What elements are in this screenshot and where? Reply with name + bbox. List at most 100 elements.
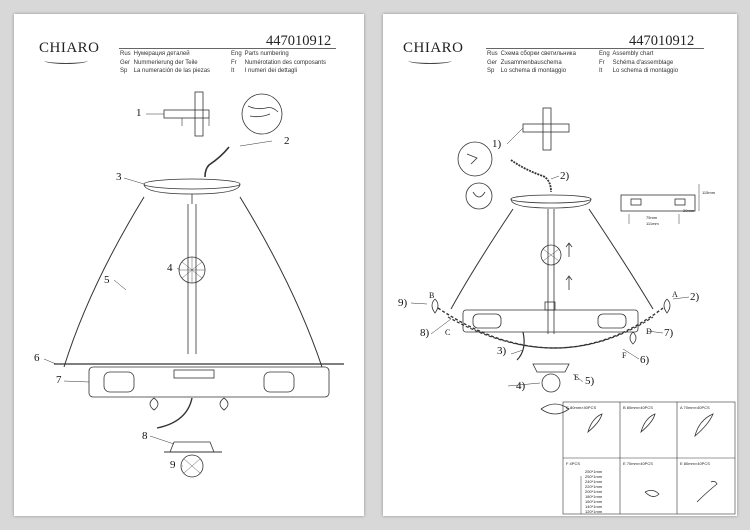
brand-ornament bbox=[408, 57, 452, 64]
canopy bbox=[510, 194, 592, 204]
chain-length: 200*1mm bbox=[585, 489, 603, 494]
header-row: Eng Parts numbering bbox=[231, 51, 289, 57]
suspension-chain bbox=[204, 146, 230, 178]
part-c-drop bbox=[587, 413, 603, 434]
callout-9: 9 bbox=[170, 459, 176, 471]
letter-c: C bbox=[445, 328, 451, 337]
crystal-garland bbox=[437, 307, 664, 349]
part-label: E 80mm×40PCS bbox=[680, 461, 710, 466]
pendant-drop-left bbox=[431, 298, 439, 314]
parts-numbering-sheet: CHIARO 447010912 Rus Нумерация деталей G… bbox=[14, 14, 364, 516]
part-label: C 80mm×40PCS bbox=[566, 405, 597, 410]
header-row: Ger Zusammenbauschema bbox=[487, 59, 562, 66]
chain-length: 180*1mm bbox=[585, 494, 603, 499]
header-row: It Lo schema di montaggio bbox=[599, 68, 679, 74]
header-row: Sp Lo schema di montaggio bbox=[487, 68, 567, 74]
callout-5: 5) bbox=[585, 375, 595, 387]
crystal-ball bbox=[540, 244, 562, 266]
part-a-drop bbox=[694, 413, 714, 438]
pendant-drop-right bbox=[663, 298, 671, 314]
callout-5: 5 bbox=[104, 274, 110, 286]
part-e-connector bbox=[644, 490, 660, 497]
part-label: A 70mm×40PCS bbox=[680, 405, 710, 410]
chain-length: 120*1mm bbox=[585, 509, 603, 514]
hook-detail bbox=[465, 182, 493, 210]
part-b-drop bbox=[640, 413, 656, 434]
curved-arm-right bbox=[239, 196, 323, 368]
header-row: Eng Assembly chart bbox=[599, 51, 654, 57]
letter-d: D bbox=[646, 327, 652, 336]
chandelier-parts-drawing bbox=[43, 91, 344, 478]
letter-e: E bbox=[574, 373, 579, 382]
fixing-clip bbox=[149, 397, 159, 411]
chain-length: 250*1mm bbox=[585, 469, 603, 474]
brand-ornament bbox=[44, 57, 88, 64]
wiring-detail bbox=[457, 141, 493, 177]
up-arrow-1 bbox=[565, 242, 573, 257]
dim-label: 20mm bbox=[683, 208, 695, 213]
callout-7: 7 bbox=[56, 374, 62, 386]
up-arrow-2 bbox=[565, 275, 573, 290]
header-col-1: Rus Нумерация деталей Ger Nummerierung d… bbox=[120, 50, 210, 76]
letter-f: F bbox=[622, 351, 627, 360]
header-row: Rus Схема сборки светильника bbox=[487, 51, 576, 57]
header-row: Fr Numérotation des composants bbox=[231, 59, 327, 66]
curved-arm-left bbox=[63, 196, 145, 368]
callout-7: 7) bbox=[664, 327, 674, 339]
callout-4: 4) bbox=[516, 380, 526, 392]
mounting-bracket bbox=[163, 109, 210, 119]
callout-6: 6) bbox=[640, 354, 650, 366]
header-row: Fr Schéma d'assemblage bbox=[599, 59, 674, 66]
callout-9: 9) bbox=[398, 297, 408, 309]
chain-length-list: 250*1mm 250*1mm 240*1mm 220*1mm 200*1mm … bbox=[585, 469, 602, 514]
lamp-holder-bar bbox=[462, 309, 639, 333]
header-col-2: Eng Parts numbering Fr Numérotation des … bbox=[231, 50, 326, 76]
bottom-crystal-ball bbox=[541, 373, 561, 393]
header-rule bbox=[119, 48, 336, 49]
header-row: Sp La numeración de las piezas bbox=[120, 68, 211, 74]
callout-2: 2 bbox=[284, 135, 290, 147]
product-code: 447010912 bbox=[629, 33, 695, 49]
curved-arm-right bbox=[588, 208, 654, 310]
callout-8: 8 bbox=[142, 430, 148, 442]
bottom-plate bbox=[169, 441, 215, 453]
letter-a: A bbox=[672, 290, 678, 299]
dim-label: 75mm bbox=[646, 215, 658, 220]
callout-1: 1 bbox=[136, 107, 142, 119]
callout-2: 2) bbox=[560, 170, 570, 182]
callout-3: 3) bbox=[497, 345, 507, 357]
dim-label: 111mm bbox=[646, 221, 659, 226]
header-row: Ger Nummerierung der Teile bbox=[120, 59, 198, 66]
product-code: 447010912 bbox=[266, 33, 332, 49]
letter-b: B bbox=[429, 291, 435, 300]
bottom-plate bbox=[532, 363, 570, 373]
callout-1: 1) bbox=[492, 138, 502, 150]
header-row: It I numeri dei dettagli bbox=[231, 68, 298, 74]
callout-6: 6 bbox=[34, 352, 40, 364]
callout-4: 4 bbox=[167, 262, 173, 274]
header-rule bbox=[486, 48, 704, 49]
connection-wire bbox=[156, 397, 193, 429]
chain-length: 220*1mm bbox=[585, 484, 603, 489]
dim-label: 115mm bbox=[702, 190, 716, 195]
chain-length: 250*1mm bbox=[585, 474, 603, 479]
chain-length: 140*1mm bbox=[585, 504, 603, 509]
canopy bbox=[143, 178, 241, 190]
chain-length: 160*1mm bbox=[585, 499, 603, 504]
callout-8: 8) bbox=[420, 327, 430, 339]
curved-arm-left bbox=[450, 208, 514, 310]
part-e-hook bbox=[696, 480, 718, 503]
lamp-holder-bar bbox=[88, 366, 330, 398]
mounting-bracket bbox=[522, 123, 570, 133]
callout-2b: 2) bbox=[690, 291, 700, 303]
assembly-drawing bbox=[410, 107, 736, 515]
wire-connector-detail bbox=[241, 93, 283, 135]
rotate-arrow bbox=[540, 403, 570, 415]
brand-logo: CHIARO bbox=[39, 40, 100, 56]
header-col-1: Rus Схема сборки светильника Ger Zusamme… bbox=[487, 50, 576, 76]
header-col-2: Eng Assembly chart Fr Schéma d'assemblag… bbox=[599, 50, 678, 76]
suspension-chain bbox=[510, 159, 552, 193]
mounting-bracket-vertical bbox=[194, 91, 204, 137]
assembly-chart-sheet: CHIARO 447010912 Rus Схема сборки светил… bbox=[383, 14, 737, 516]
bottom-crystal-ball bbox=[180, 454, 204, 478]
